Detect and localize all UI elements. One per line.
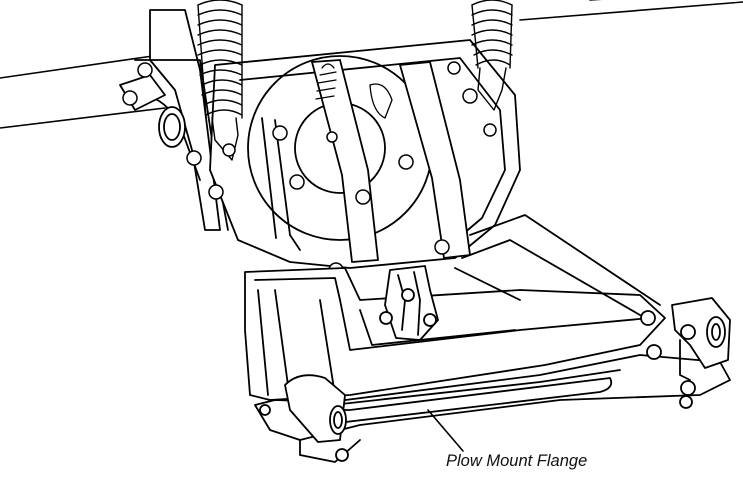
center-latch bbox=[379, 265, 439, 341]
callout-leader bbox=[427, 409, 464, 452]
callout-label: Plow Mount Flange bbox=[446, 452, 588, 470]
plate-bolts bbox=[122, 61, 497, 278]
center-ribs bbox=[261, 59, 471, 263]
right-hinge-bracket bbox=[640, 297, 731, 409]
right-trip-spring bbox=[471, 0, 513, 111]
frame-rails bbox=[0, 0, 743, 129]
left-trip-spring bbox=[197, 0, 243, 161]
mount-frame bbox=[244, 214, 666, 401]
left-flange-ear bbox=[259, 374, 349, 462]
small-spring bbox=[315, 63, 393, 119]
